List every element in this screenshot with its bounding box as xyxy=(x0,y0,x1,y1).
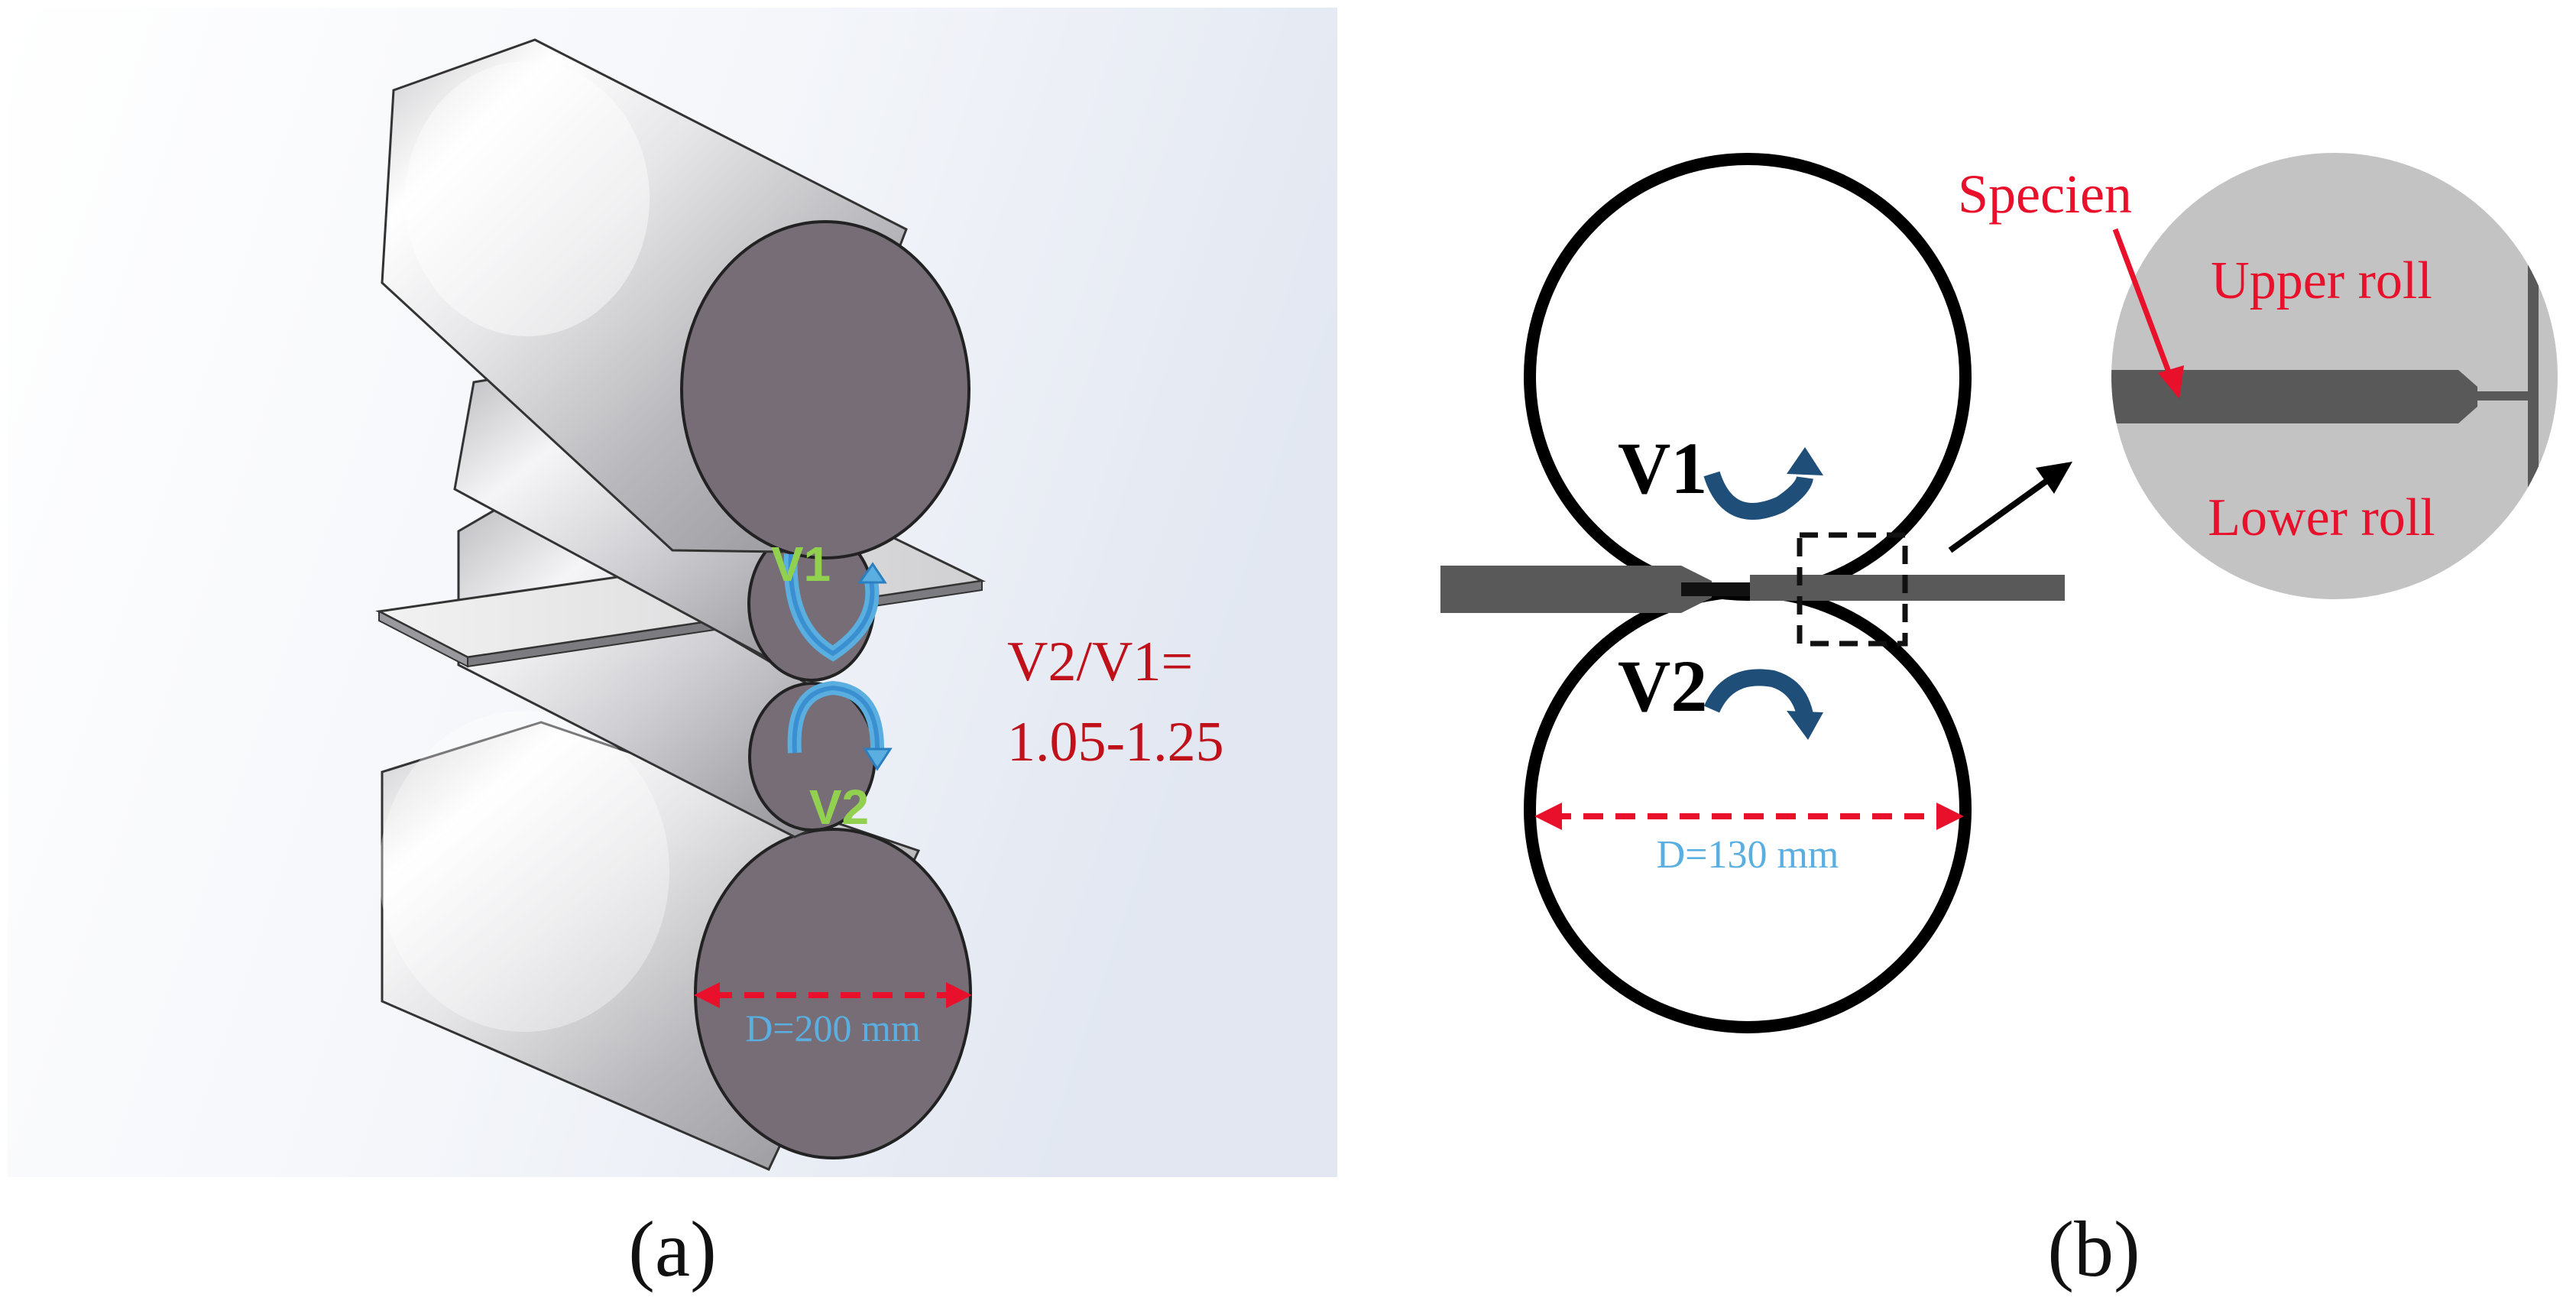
lower-roll-circle xyxy=(1524,585,1972,1033)
specimen-zoom xyxy=(2111,370,2458,423)
panel-a-3d-rolling-mill: V1 V2 V2/V1= 1.05-1.25 D=200 mm xyxy=(0,0,1345,1192)
lower-roll-label: Lower roll xyxy=(2208,488,2435,547)
specimen-label: Specien xyxy=(1958,164,2132,225)
v2-label-b: V2 xyxy=(1618,645,1707,727)
diameter-dimension-line xyxy=(694,982,972,1008)
bottom-roll-face xyxy=(694,828,972,1159)
caption-a: (a) xyxy=(628,1205,717,1293)
top-backup-roll xyxy=(381,38,970,559)
speed-ratio-label: V2/V1= xyxy=(1007,631,1193,693)
speed-ratio-value: 1.05-1.25 xyxy=(1007,711,1224,773)
zoom-selection-box xyxy=(1797,532,1908,647)
zoom-pointer-arrow-icon xyxy=(1948,462,2072,553)
panel-b-schematic: V1 V2 D=130 mm xyxy=(1391,0,2576,1192)
panel-b-drawing: V1 V2 D=130 mm xyxy=(1440,153,2558,1033)
bottom-backup-roll xyxy=(379,711,972,1171)
caption-b: (b) xyxy=(2047,1205,2140,1293)
upper-roll-label: Upper roll xyxy=(2211,251,2432,310)
specimen-pointer-arrow-icon xyxy=(2112,228,2184,399)
v1-rotation-arrow-icon xyxy=(1703,447,1823,520)
panel-a-drawing: V1 V2 V2/V1= 1.05-1.25 D=200 mm xyxy=(8,8,1337,1177)
v2-rotation-arrow-icon xyxy=(1703,669,1823,740)
specimen-strip xyxy=(1440,566,2065,613)
roll-gap-edge xyxy=(2528,229,2539,543)
diameter-dimension-line-b xyxy=(1534,803,1964,830)
diameter-label-b: D=130 mm xyxy=(1657,833,1839,877)
v1-label-b: V1 xyxy=(1618,427,1707,509)
upper-roll-circle xyxy=(1524,153,1972,601)
v1-label: V1 xyxy=(771,537,831,592)
v1-rotation-arrow-icon xyxy=(783,553,887,662)
zoom-detail-circle xyxy=(2111,153,2558,599)
v2-label: V2 xyxy=(809,780,869,835)
diameter-label-a: D=200 mm xyxy=(745,1007,921,1049)
v2-rotation-arrow-icon xyxy=(787,680,893,771)
top-roll-face xyxy=(680,220,970,559)
